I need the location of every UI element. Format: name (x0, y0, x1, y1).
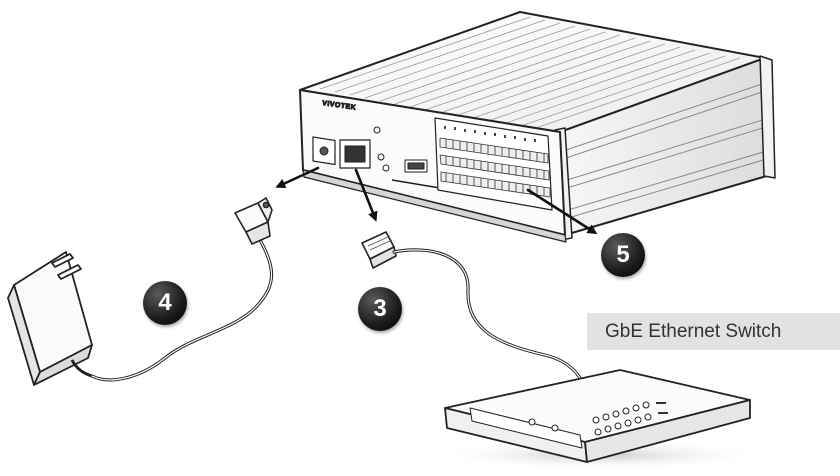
front-panel: VIVOTEK (312, 100, 553, 211)
ethernet-switch (430, 369, 770, 470)
ethernet-port (344, 145, 366, 163)
switch-port-leds (592, 401, 652, 436)
link-led (377, 153, 385, 161)
side-fins (565, 81, 771, 219)
ethernet-cable (392, 248, 582, 380)
top-ribs (319, 16, 741, 131)
arrow-io (526, 188, 598, 235)
arrow-power (275, 166, 320, 189)
terminal-block (434, 117, 553, 211)
power-adapter (7, 251, 93, 386)
switch-label: GbE Ethernet Switch (587, 313, 840, 350)
rj45-plug (361, 231, 397, 269)
pointer-arrows (275, 166, 598, 235)
step-4-badge: 4 (143, 281, 187, 325)
step-3-badge: 3 (358, 287, 402, 331)
power-cable (90, 238, 274, 382)
status-led (373, 126, 381, 134)
dc-jack (319, 146, 329, 156)
dc-plug (234, 197, 273, 245)
video-server-unit: VIVOTEK (299, 11, 776, 243)
step-5-badge: 5 (601, 233, 645, 277)
arrow-network (354, 168, 378, 222)
activity-led (382, 164, 390, 172)
